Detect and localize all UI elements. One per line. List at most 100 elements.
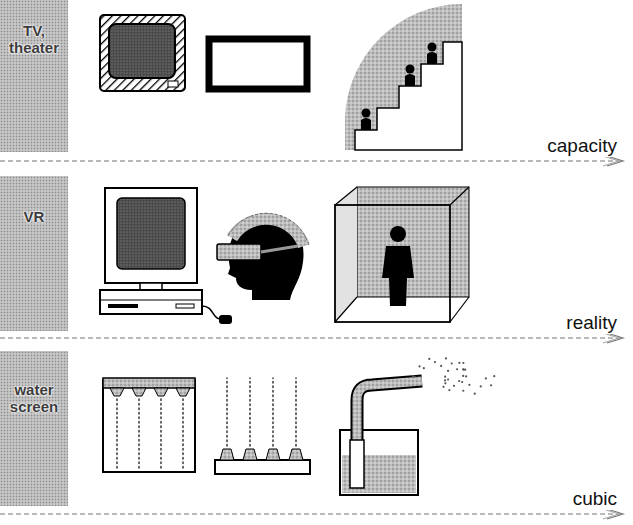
hmd-head-icon <box>217 213 309 300</box>
fog-screen-icon <box>412 357 495 394</box>
fog-screen-icon <box>456 368 458 370</box>
water-curtain-icon <box>103 378 195 388</box>
cave-room-icon <box>335 205 450 322</box>
tv-icon <box>168 81 178 87</box>
category-band: TV, theater <box>0 0 68 152</box>
fountain-icon <box>272 378 274 446</box>
fountain-icon <box>295 378 297 446</box>
axis-arrow <box>0 513 622 514</box>
hmd-head-icon <box>228 213 309 246</box>
cave-room-icon <box>335 187 357 322</box>
cave-room-icon <box>390 226 406 242</box>
water-curtain-icon <box>160 399 162 468</box>
fountain-icon <box>215 378 310 474</box>
fountain-icon <box>220 449 303 460</box>
fog-screen-icon <box>461 381 463 383</box>
fog-screen-icon <box>451 362 453 364</box>
cave-room-icon <box>335 297 357 322</box>
fog-screen-icon <box>444 379 446 381</box>
water-curtain-icon <box>103 380 195 472</box>
fountain-icon <box>227 378 296 446</box>
water-curtain-icon <box>154 388 168 396</box>
tv-icon <box>100 15 185 91</box>
water-curtain-icon <box>138 399 140 468</box>
fog-screen-icon <box>357 381 422 442</box>
theater-icon <box>405 74 415 86</box>
fountain-icon <box>215 460 310 474</box>
fog-screen-icon <box>428 358 430 360</box>
theater-icon <box>345 4 462 150</box>
theater-icon <box>361 118 371 130</box>
fountain-icon <box>266 449 280 460</box>
water-curtain-icon <box>110 388 190 396</box>
category-band: VR <box>0 176 68 331</box>
computer-icon <box>105 188 197 283</box>
fog-screen-icon <box>444 382 446 384</box>
fog-screen-icon <box>462 362 464 364</box>
fog-screen-icon <box>474 393 476 395</box>
cave-room-icon <box>382 246 414 306</box>
theater-icon <box>427 52 437 64</box>
fog-screen-icon <box>444 376 446 378</box>
axis-arrow <box>603 333 619 343</box>
water-curtain-icon <box>110 388 124 396</box>
theater-icon <box>428 43 437 52</box>
fog-screen-icon <box>462 368 464 370</box>
cave-room-icon <box>450 297 469 322</box>
cave-room-icon <box>450 187 469 205</box>
category-label: TV, theater <box>0 22 68 56</box>
fog-screen-icon <box>463 368 465 370</box>
tv-icon <box>100 15 185 91</box>
fog-screen-icon <box>418 365 420 367</box>
fog-screen-icon <box>480 385 482 387</box>
axis-arrow <box>0 337 622 338</box>
computer-icon <box>100 290 202 314</box>
fog-screen-icon <box>447 378 449 380</box>
category-band: water screen <box>0 351 68 506</box>
fog-screen-icon <box>458 362 460 364</box>
screen-frame-icon <box>209 39 307 89</box>
category-label: VR <box>0 208 68 225</box>
fog-screen-icon <box>412 375 414 377</box>
axis-label: cubic <box>571 488 619 510</box>
fountain-icon <box>220 449 234 460</box>
axis-arrow <box>603 156 619 166</box>
water-curtain-icon <box>132 388 146 396</box>
fog-screen-icon <box>453 385 455 387</box>
tv-icon <box>109 24 175 78</box>
fountain-icon <box>289 449 303 460</box>
fog-screen-icon <box>350 440 364 488</box>
cave-room-icon <box>357 187 469 297</box>
computer-icon <box>100 188 232 324</box>
fog-screen-icon <box>440 365 442 367</box>
theater-icon <box>355 42 462 150</box>
fog-screen-icon <box>485 377 487 379</box>
category-label: water screen <box>0 381 68 415</box>
computer-icon <box>219 315 232 324</box>
theater-icon <box>362 109 371 118</box>
computer-icon <box>176 304 194 308</box>
hmd-head-icon <box>261 246 298 252</box>
fog-screen-icon <box>462 375 464 377</box>
axis-arrow <box>0 160 622 161</box>
fog-screen-icon <box>447 370 449 372</box>
fog-screen-icon <box>493 375 495 377</box>
water-curtain-icon <box>116 399 118 468</box>
theater-icon <box>345 4 462 150</box>
fog-screen-icon <box>462 390 464 392</box>
cave-room-icon <box>335 187 357 205</box>
fog-screen-icon <box>423 367 425 369</box>
axis-arrow <box>603 509 619 519</box>
theater-icon <box>406 65 415 74</box>
water-curtain-icon <box>176 388 190 396</box>
screen-frame-icon <box>209 39 307 89</box>
axis-label: reality <box>564 312 619 334</box>
computer-icon <box>108 304 138 308</box>
computer-icon <box>100 300 202 301</box>
cave-room-icon <box>335 187 469 322</box>
fountain-icon <box>243 449 257 460</box>
computer-icon <box>202 306 220 319</box>
fog-screen-icon <box>340 430 418 495</box>
fog-screen-icon <box>465 375 467 377</box>
